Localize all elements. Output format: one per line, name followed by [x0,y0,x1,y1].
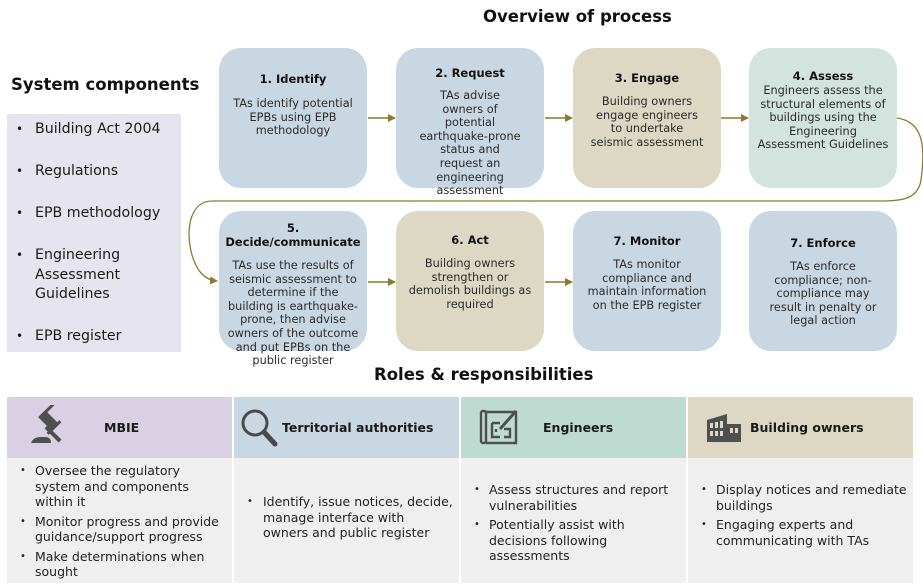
step-title: 1. Identify [259,72,327,86]
role-body: •Identify, issue notices, decide, manage… [234,458,459,583]
bullet: • [16,329,24,343]
role-header: Engineers [461,397,686,458]
role-item: •Oversee the regulatory system and compo… [20,463,189,509]
step-description: TAs advise owners of potential earthquak… [419,89,521,198]
role-header: Building owners [688,397,913,458]
gavel-icon [31,405,62,443]
role-item: •Identify, issue notices, decide, manage… [247,494,453,540]
role-body: •Assess structures and report vulnerabil… [461,458,686,583]
role-item: •Monitor progress and provide guidance/s… [20,513,219,545]
overview-title: Overview of process [483,7,672,26]
step-description: Building owners strengthen or demolish b… [408,257,532,311]
role-header: Territorial authorities [234,397,459,458]
role-mbie: MBIE •Oversee the regulatory system and … [7,397,232,583]
step-request: 2. Request TAs advise owners of potentia… [396,48,544,197]
role-name: Territorial authorities [282,420,434,435]
step-description: Building owners engage engineers to unde… [590,95,704,149]
role-name: MBIE [104,420,140,435]
bullet: • [16,122,24,136]
step-title: 7. Monitor [613,234,681,248]
magnifier-icon [241,409,278,447]
role-body: •Oversee the regulatory system and compo… [7,458,232,583]
role-item: •Display notices and remediate buildings [701,482,907,513]
role-body: •Display notices and remediate buildings… [688,458,913,583]
role-item: •Assess structures and report vulnerabil… [474,482,669,513]
role-name: Building owners [750,420,864,435]
step-title: 6. Act [451,233,489,247]
step-description: Engineers assess the structural elements… [757,84,889,152]
step-assess: 4. Assess Engineers assess the structura… [749,48,897,188]
bullet: • [16,206,24,220]
step-monitor: 7. Monitor TAs monitor compliance and ma… [573,211,721,351]
step-title: 4. Assess [792,69,854,83]
bullet: • [16,164,24,178]
role-item: •Make determinations when sought [20,548,205,580]
step-title: 3. Engage [614,71,680,85]
building-icon [707,414,741,442]
role-territorial-authorities: Territorial authorities •Identify, issue… [234,397,459,583]
step-identify: 1. Identify TAs identify potential EPBs … [219,48,367,188]
step-title: 7. Enforce [790,236,856,250]
step-engage: 3. Engage Building owners engage enginee… [573,48,721,188]
system-components-panel: •Building Act 2004 •Regulations •EPB met… [7,114,181,352]
step-act: 6. Act Building owners strengthen or dem… [396,211,544,351]
role-item: •Potentially assist with decisions follo… [474,517,625,563]
step-decide-communicate: 5. Decide/communicate TAs use the result… [219,211,367,367]
step-title: 2. Request [435,66,505,80]
role-item: •Engaging experts and communicating with… [701,517,870,548]
role-header: MBIE [7,397,232,458]
step-description: TAs use the results of seismic assessmen… [227,259,359,368]
step-description: TAs identify potential EPBs using EPB me… [233,97,353,138]
step-title: 5. Decide/communicate [225,221,361,249]
bullet: • [16,248,24,262]
role-engineers: Engineers •Assess structures and report … [461,397,686,583]
step-description: TAs monitor compliance and maintain info… [587,258,707,312]
role-building-owners: Building owners •Display notices and rem… [688,397,913,583]
roles-title: Roles & responsibilities [374,365,594,384]
system-components-title: System components [11,75,200,94]
blueprint-icon [479,409,518,445]
step-description: TAs enforce compliance; non-compliance m… [769,260,877,328]
role-name: Engineers [543,420,614,435]
step-enforce: 7. Enforce TAs enforce compliance; non-c… [749,211,897,351]
